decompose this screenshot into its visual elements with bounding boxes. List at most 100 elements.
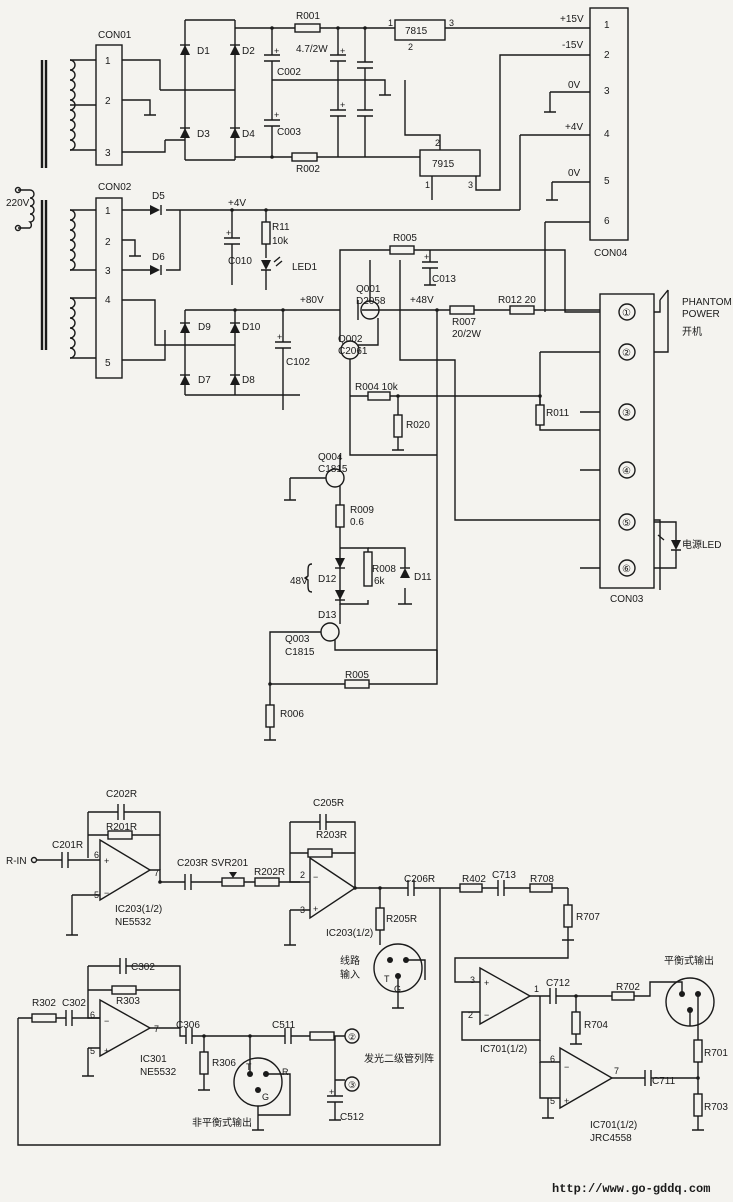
r007-value: 20/2W <box>452 329 481 340</box>
svg-text:+: + <box>274 110 279 120</box>
watermark-url: http://www.go-gddq.com <box>552 1182 710 1196</box>
r009-label: R009 <box>350 505 374 516</box>
con04-rail-label: +15V <box>560 14 584 25</box>
7815-label: 7815 <box>405 26 428 37</box>
con03-ref-pin: ② <box>348 1032 356 1042</box>
d1-label: D1 <box>197 46 210 57</box>
r205r-label: R205R <box>386 914 417 925</box>
svg-text:−: − <box>313 872 318 882</box>
rail-80v-label: +80V <box>300 295 324 306</box>
svg-text:+: + <box>274 46 279 56</box>
regulator-7815: 7815 1 2 3 <box>388 18 590 52</box>
line-in-label-2: 输入 <box>340 968 360 981</box>
svg-text:−: − <box>104 1016 109 1026</box>
d3-label: D3 <box>197 129 210 140</box>
c712-label: C712 <box>546 978 570 989</box>
r005b-label: R005 <box>345 670 369 681</box>
svg-text:+: + <box>329 1087 334 1097</box>
svg-text:+: + <box>340 100 345 110</box>
bridge-rectifier-d1-d4: D1 D2 D3 D4 <box>160 19 255 161</box>
stage-ic301: C302 R303 R302 C302 −+ 6 7 5 IC301 NE553… <box>17 888 441 1146</box>
pin-label: 6 <box>90 1010 95 1020</box>
r011-label: R011 <box>546 408 570 419</box>
led-driver-chain: Q004 C1815 R009 0.6 D12 D13 48V R008 6k … <box>264 410 438 741</box>
con04-pin: 2 <box>604 50 610 61</box>
sense-network: R004 10k R020 R011 <box>350 351 600 451</box>
c003-label: C003 <box>277 127 301 138</box>
svg-text:+: + <box>484 978 489 988</box>
c201r-label: C201R <box>52 840 83 851</box>
d12-label: D12 <box>318 574 337 585</box>
mains-voltage-label: 220V <box>6 198 30 209</box>
r306-label: R306 <box>212 1058 236 1069</box>
q004-type: C1815 <box>318 464 348 475</box>
c205r-label: C205R <box>313 798 344 809</box>
pin-label: 5 <box>550 1096 555 1106</box>
d11-label: D11 <box>414 572 432 583</box>
c302-label: C302 <box>131 962 155 973</box>
line-in-label: 线路 <box>340 954 360 967</box>
stage-ic203b: C205R R203R −+ 2 3 IC203(1/2) C206R R402… <box>284 798 600 1009</box>
d13-label: D13 <box>318 610 337 621</box>
xlr-pin-t: T <box>246 1062 252 1072</box>
r402-label: R402 <box>462 874 486 885</box>
connector-con03: CON03 ① ② ③ ④ ⑤ ⑥ PHANTOM POWER 开机 电源LED <box>580 289 732 605</box>
con03-pin: ⑥ <box>622 564 631 575</box>
c206r-label: C206R <box>404 874 435 885</box>
r303-label: R303 <box>116 996 140 1007</box>
phantom-label: PHANTOM <box>682 297 732 308</box>
q002-label: Q002 <box>338 334 363 345</box>
ic301-label: IC301 <box>140 1054 167 1065</box>
r703-label: R703 <box>704 1102 728 1113</box>
r702-label: R702 <box>616 982 640 993</box>
con02-label: CON02 <box>98 182 132 193</box>
r001-value: 4.7/2W <box>296 44 328 55</box>
svg-text:+: + <box>104 856 109 866</box>
ic701a-label: IC701(1/2) <box>480 1044 527 1055</box>
r012-label: R012 20 <box>498 295 536 306</box>
pin-label: 3 <box>470 975 475 985</box>
r009-value: 0.6 <box>350 517 364 528</box>
pin-label: 1 <box>534 984 539 994</box>
bridge-rectifier-80v: D9 D10 D7 D8 + C102 +80V <box>122 295 340 410</box>
r-in-label: R-IN <box>6 856 27 867</box>
r002-label: R002 <box>296 164 320 175</box>
7915-label: 7915 <box>432 159 455 170</box>
led-supply-4v: D5 D6 +4V + C010 R11 10k LED1 <box>122 191 520 290</box>
pin-label: 2 <box>300 870 305 880</box>
phantom-label-2: POWER <box>682 309 720 320</box>
r11-value: 10k <box>272 236 289 247</box>
r11-label: R11 <box>272 222 290 233</box>
pin-label: 6 <box>94 850 99 860</box>
con03-pin: ⑤ <box>622 518 631 529</box>
con01-pin: 1 <box>105 56 111 67</box>
phantom-regulator: R005 + C013 Q001 D2058 Q002 C2061 +48V R… <box>338 233 661 670</box>
con02-pin: 2 <box>105 237 111 248</box>
q004-label: Q004 <box>318 452 343 463</box>
con01-pin: 2 <box>105 96 111 107</box>
ic203b-label: IC203(1/2) <box>326 928 373 939</box>
svg-text:−: − <box>484 1010 489 1020</box>
connector-con04: CON04 1 2 3 4 5 6 +15V -15V 0V +4V 0V <box>519 7 629 312</box>
r006-label: R006 <box>280 709 304 720</box>
con04-rail-label: +4V <box>565 122 583 133</box>
xlr-pin-t: T <box>384 974 390 984</box>
q003-label: Q003 <box>285 634 310 645</box>
con04-pin: 1 <box>604 20 610 31</box>
power-led-label: 电源LED <box>682 538 721 551</box>
7815-pin: 1 <box>388 18 393 28</box>
con01-pin: 3 <box>105 148 111 159</box>
con03-pin: ② <box>622 348 631 359</box>
d8-label: D8 <box>242 375 255 386</box>
xlr-pin-r: R <box>282 1067 289 1077</box>
r007-label: R007 <box>452 317 476 328</box>
svg-text:+: + <box>424 252 429 262</box>
pin-label: 6 <box>550 1054 555 1064</box>
r008-label: R008 <box>372 564 396 575</box>
con04-rail-label: 0V <box>568 168 581 179</box>
con02-pin: 3 <box>105 266 111 277</box>
7915-pin: 1 <box>425 180 430 190</box>
svg-text:+: + <box>277 332 282 342</box>
svg-text:+: + <box>564 1096 569 1106</box>
rail-48v-label: +48V <box>410 295 434 306</box>
